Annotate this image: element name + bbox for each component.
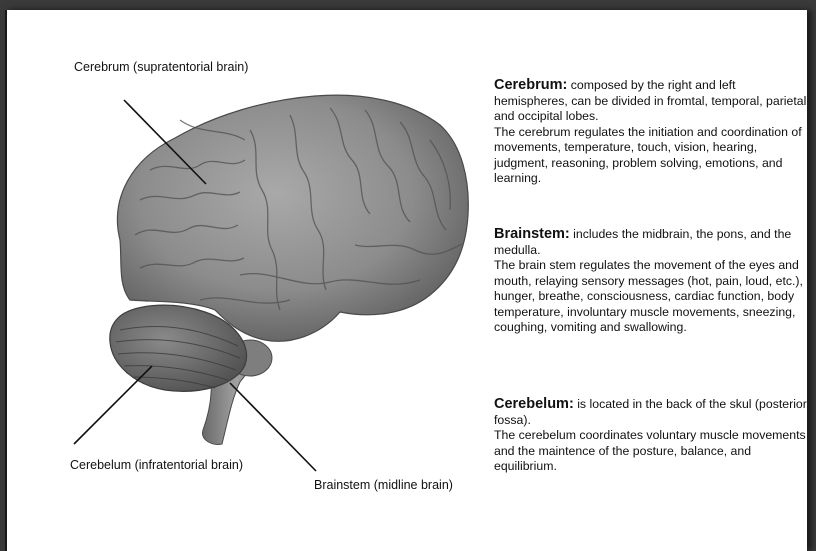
brainstem-body: The brain stem regulates the movement of…: [494, 258, 809, 336]
cerebrum-heading: Cerebrum:: [494, 77, 567, 93]
cerebelum-body: The cerebelum coordinates voluntary musc…: [494, 428, 809, 475]
cerebelum-label: Cerebelum (infratentorial brain): [70, 458, 243, 472]
cerebrum-label: Cerebrum (supratentorial brain): [74, 60, 248, 74]
brainstem-label: Brainstem (midline brain): [314, 478, 453, 492]
cerebelum-heading: Cerebelum:: [494, 396, 574, 412]
cerebelum-description: Cerebelum: is located in the back of the…: [494, 397, 809, 475]
cerebrum-body: The cerebrum regulates the initiation an…: [494, 125, 809, 187]
cerebelum-pointer-line: [74, 366, 152, 444]
cerebrum-description: Cerebrum: composed by the right and left…: [494, 78, 809, 187]
brainstem-heading: Brainstem:: [494, 226, 570, 242]
cerebrum-shape: [117, 95, 468, 341]
brainstem-description: Brainstem: includes the midbrain, the po…: [494, 227, 809, 336]
